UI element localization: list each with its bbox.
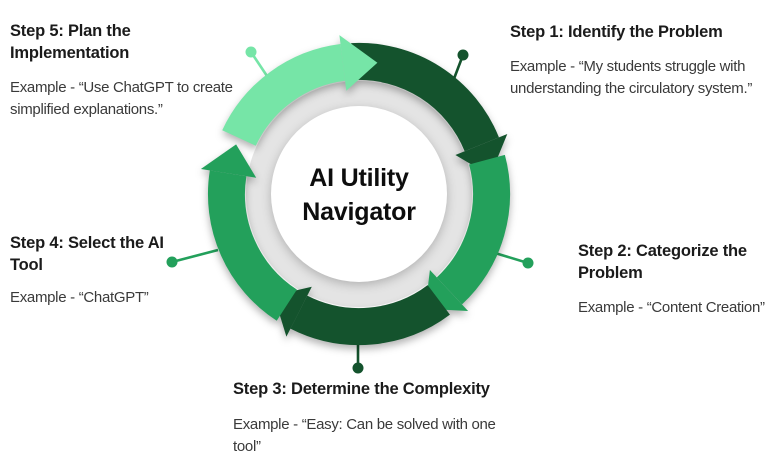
connector-dot-step-3 xyxy=(352,362,364,374)
step-1-title-line: Step 1: Identify the Problem xyxy=(510,23,723,41)
step-4-example: Example - “ChatGPT” xyxy=(10,287,164,309)
step-4-title-line: Step 4: Select the AI xyxy=(10,234,164,252)
step-1-example: Example - “My students struggle with und… xyxy=(510,56,752,100)
step-2-title-line: Step 2: Categorize the xyxy=(578,242,747,260)
step-4-title: Step 4: Select the AI Tool xyxy=(10,232,164,276)
step-3-title: Step 3: Determine the Complexity xyxy=(233,378,496,400)
step-3-title-line: Step 3: Determine the Complexity xyxy=(233,380,490,398)
diagram-title: AI Utility Navigator xyxy=(209,161,509,229)
step-1-block: Step 1: Identify the Problem Example - “… xyxy=(510,21,752,100)
step-1-title: Step 1: Identify the Problem xyxy=(510,21,752,43)
connector-dot-step-2 xyxy=(522,257,534,269)
step-5-example-line: simplified explanations.” xyxy=(10,101,163,118)
step-3-block: Step 3: Determine the Complexity Example… xyxy=(233,378,496,458)
center-hub-circle xyxy=(271,106,447,282)
connectors xyxy=(166,46,534,374)
diagram-title-line-2: Navigator xyxy=(302,198,416,226)
connector-line-step-4 xyxy=(171,248,219,264)
step-1-example-line: Example - “My students struggle with xyxy=(510,58,746,75)
cycle-ring xyxy=(200,35,510,346)
cycle-arc-step-4 xyxy=(207,170,298,321)
cycle-arc-step-5 xyxy=(222,44,346,147)
step-3-example-line: tool” xyxy=(233,438,261,455)
step-5-block: Step 5: Plan the Implementation Example … xyxy=(10,20,233,121)
step-5-title: Step 5: Plan the Implementation xyxy=(10,20,233,64)
step-2-title-line: Problem xyxy=(578,264,643,282)
step-5-title-line: Implementation xyxy=(10,44,130,62)
step-5-title-line: Step 5: Plan the xyxy=(10,22,131,40)
step-4-title-line: Tool xyxy=(10,256,43,274)
cycle-arrowhead-step-4 xyxy=(200,144,257,178)
connector-dot-step-1 xyxy=(457,49,469,61)
step-4-example-line: Example - “ChatGPT” xyxy=(10,289,149,306)
step-5-example: Example - “Use ChatGPT to create simplif… xyxy=(10,77,233,121)
step-2-example-line: Example - “Content Creation” xyxy=(578,299,765,316)
step-1-example-line: understanding the circulatory system.” xyxy=(510,80,753,97)
cycle-arrowhead-step-5 xyxy=(339,35,378,91)
step-3-example-line: Example - “Easy: Can be solved with one xyxy=(233,416,496,433)
step-5-example-line: Example - “Use ChatGPT to create xyxy=(10,79,233,96)
step-2-block: Step 2: Categorize the Problem Example -… xyxy=(578,240,765,319)
step-4-block: Step 4: Select the AI Tool Example - “Ch… xyxy=(10,232,164,309)
cycle-arc-step-3 xyxy=(290,284,450,346)
connector-line-step-2 xyxy=(494,251,529,265)
diagram-title-line-1: AI Utility xyxy=(309,164,409,192)
cycle-arc-step-2 xyxy=(436,154,510,305)
connector-dot-step-4 xyxy=(166,256,178,268)
step-2-example: Example - “Content Creation” xyxy=(578,297,765,319)
connector-dot-step-5 xyxy=(245,46,257,58)
step-2-title: Step 2: Categorize the Problem xyxy=(578,240,765,284)
step-3-example: Example - “Easy: Can be solved with one … xyxy=(233,414,496,458)
